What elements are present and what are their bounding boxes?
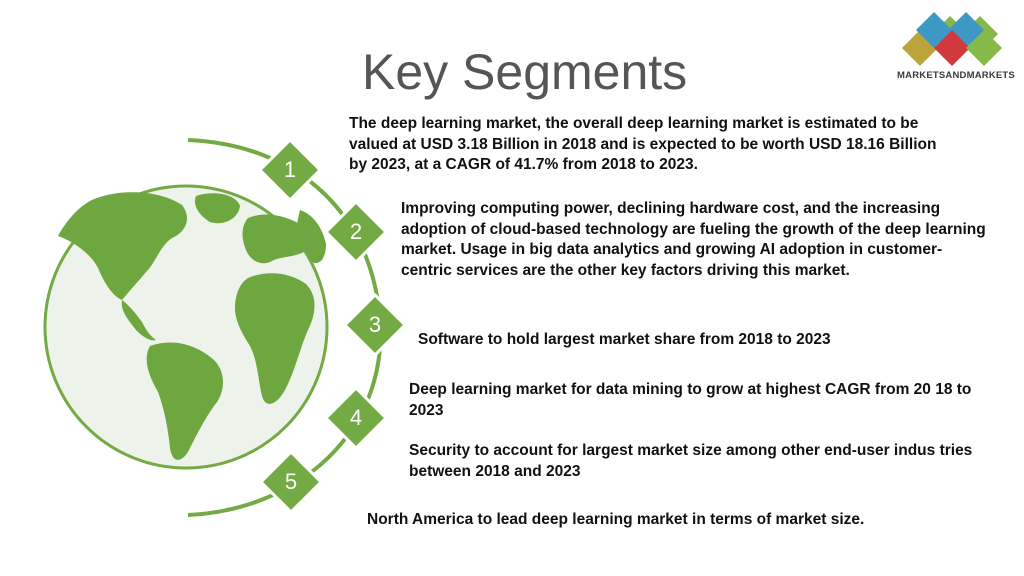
globe-continents — [58, 192, 326, 460]
slide-title: Key Segments — [362, 44, 688, 100]
diamond-marker-1 — [257, 137, 323, 203]
segment-number-2: 2 — [349, 219, 363, 244]
segment-text-3: Software to hold largest market share fr… — [418, 331, 831, 348]
segment-text-2: Improving computing power, declining har… — [401, 200, 986, 279]
segment-number-4: 4 — [349, 405, 363, 430]
logo-wordmark: MARKETSANDMARKETS — [897, 70, 1015, 81]
segment-number-3: 3 — [368, 312, 382, 337]
diamond-marker-3 — [342, 292, 408, 358]
marketsandmarkets-logo — [902, 12, 1002, 66]
diamond-marker-5 — [258, 449, 324, 515]
diamond-marker-2 — [323, 199, 389, 265]
segment-text-5: North America to lead deep learning mark… — [367, 511, 865, 528]
segment-text-4b: Security to account for largest market s… — [409, 442, 973, 480]
diamond-marker-4 — [323, 385, 389, 451]
segment-number-5: 5 — [284, 469, 298, 494]
segment-text-1: The deep learning market, the overall de… — [349, 115, 937, 173]
segment-number-1: 1 — [283, 157, 297, 182]
segment-text-4a: Deep learning market for data mining to … — [409, 381, 972, 419]
